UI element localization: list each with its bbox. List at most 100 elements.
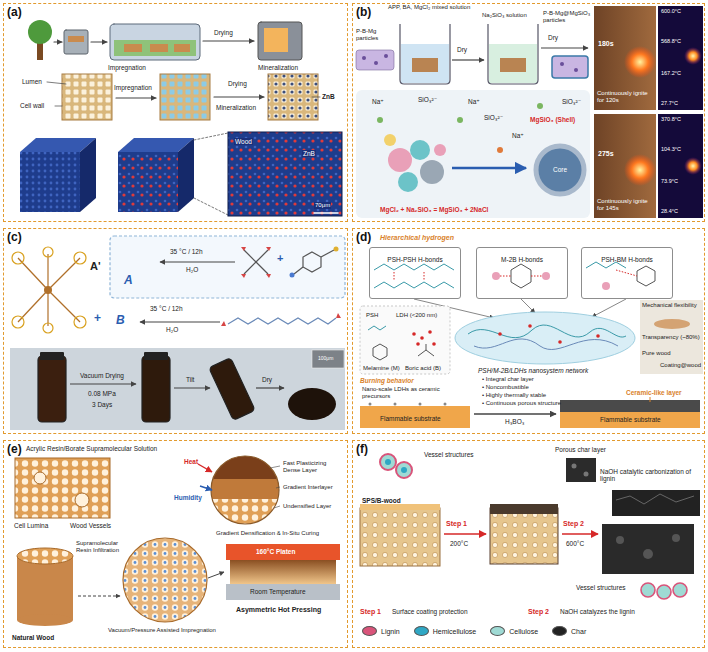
coating-process-illustration-b-part bbox=[457, 117, 463, 123]
coating-process-illustration-b-part bbox=[552, 56, 588, 78]
hydrogel-synthesis-illustration-c-part bbox=[47, 254, 48, 290]
process-illustration-a-part bbox=[124, 44, 142, 52]
nanosystem-illustration-d-part bbox=[426, 344, 427, 350]
carbonization-illustration-f-part bbox=[673, 583, 687, 597]
nanosystem-illustration-d-part bbox=[616, 270, 637, 276]
densification-illustration-e-part bbox=[210, 455, 282, 525]
densification-illustration-e-part bbox=[230, 560, 336, 584]
legend-item: Lignin bbox=[362, 626, 400, 636]
process-illustration-a-part bbox=[80, 138, 96, 212]
figure-label: Nano-scale LDHs as ceramic precursors bbox=[362, 386, 466, 400]
nanosystem-illustration-d-part bbox=[412, 332, 416, 336]
nanosystem-illustration-d-part bbox=[654, 319, 690, 329]
densification-illustration-e-part-part bbox=[120, 536, 210, 626]
figure-label: Porous char layer bbox=[555, 446, 606, 453]
carbonization-illustration-f-part bbox=[444, 533, 486, 535]
figure-label: • Highly thermally stable bbox=[482, 392, 546, 399]
figure-label: 180s bbox=[598, 40, 614, 48]
panel-frame: (b) bbox=[352, 3, 705, 222]
hydrogel-synthesis-illustration-c-part bbox=[160, 261, 235, 262]
densification-illustration-e-part bbox=[120, 536, 210, 626]
panel-letter: (e) bbox=[7, 442, 22, 456]
coating-process-illustration-b-part bbox=[388, 148, 412, 172]
figure-label: Ceramic-like layer bbox=[626, 389, 682, 396]
process-illustration-a-part bbox=[116, 97, 156, 98]
figure-label: Continuously ignite for 145s bbox=[597, 198, 655, 212]
hydrogel-synthesis-illustration-c-part bbox=[44, 286, 52, 294]
coating-process-illustration-b-part bbox=[500, 58, 526, 72]
carbonization-illustration-f-part bbox=[490, 508, 558, 564]
figure-label: Vessel structures bbox=[576, 584, 626, 591]
hydrogel-synthesis-illustration-c-part bbox=[174, 387, 210, 388]
box-heading: M-2B H-bonds bbox=[501, 256, 543, 263]
figure-label: Step 1 bbox=[446, 520, 467, 528]
hydrogel-synthesis-illustration-c-part bbox=[10, 348, 345, 430]
carbonization-illustration-f-part bbox=[672, 534, 680, 542]
hydrogel-synthesis-illustration-c-part bbox=[228, 318, 336, 324]
nanosystem-illustration-d-part bbox=[368, 326, 386, 330]
figure-label: LDH (<200 nm) bbox=[396, 312, 437, 319]
nanosystem-illustration-d-part bbox=[474, 413, 556, 414]
hydrogel-synthesis-illustration-c-part bbox=[321, 250, 334, 257]
densification-illustration-e-part bbox=[208, 572, 224, 578]
nanosystem-illustration-d-part bbox=[637, 266, 655, 286]
figure-label: Undensified Layer bbox=[283, 503, 345, 510]
process-illustration-a-part bbox=[228, 132, 342, 216]
figure-label: Boric acid (B) bbox=[405, 365, 441, 372]
legend: LigninHemicelluloseCelluloseChar bbox=[362, 626, 586, 636]
process-illustration-a-part bbox=[114, 40, 196, 56]
carbonization-illustration-f-part bbox=[584, 472, 589, 477]
figure-label: P-B-Mg particles bbox=[356, 28, 394, 42]
figure-label: Dry bbox=[548, 34, 558, 41]
figure-label: Cell wall bbox=[20, 102, 44, 109]
figure-label: Heat bbox=[184, 458, 198, 465]
figure-label: MgCl₂ + Na₂SiO₃ = MgSiO₃ + 2NaCl bbox=[380, 206, 488, 213]
process-illustration-a-part bbox=[194, 133, 228, 140]
figure-label: Supramolecular Resin Infiltration bbox=[76, 540, 124, 554]
hydrogel-synthesis-illustration-c-part bbox=[74, 252, 86, 264]
figure-label: SPS/B-wood bbox=[362, 497, 401, 504]
figure-label: Coating@wood bbox=[660, 362, 701, 369]
figure-label: Drying bbox=[228, 80, 247, 87]
legend-item: Char bbox=[552, 626, 586, 636]
figure-label: • Noncombustible bbox=[482, 384, 529, 391]
process-illustration-a-part bbox=[194, 198, 228, 215]
figure-label: Na₂SiO₃ solution bbox=[482, 12, 527, 19]
nanosystem-illustration-d-part bbox=[360, 306, 450, 374]
nanosystem-illustration-d-part bbox=[373, 344, 387, 360]
hydrogel-synthesis-illustration-c-part bbox=[40, 352, 64, 360]
hydrogel-synthesis-illustration-c-part bbox=[12, 252, 24, 264]
hydrogel-synthesis-illustration-c-part bbox=[47, 290, 48, 326]
figure-label: A bbox=[124, 274, 133, 288]
nanosystem-illustration-d-part bbox=[511, 264, 531, 288]
densification-illustration-e-part bbox=[34, 472, 46, 484]
carbonization-illustration-f-part bbox=[401, 467, 407, 473]
hydrogel-synthesis-illustration-c-part bbox=[290, 273, 295, 278]
legend-item: Hemicellulose bbox=[414, 626, 477, 636]
process-illustration-a-part bbox=[47, 82, 66, 84]
hydrogel-synthesis-illustration-c-part bbox=[48, 258, 80, 290]
coating-process-illustration-b-part bbox=[560, 62, 564, 66]
coating-process-illustration-b-part bbox=[594, 6, 656, 110]
nanosystem-illustration-d-part bbox=[531, 276, 542, 277]
figure-label: Melamine (M) bbox=[363, 365, 400, 372]
nanosystem-illustration-d-part bbox=[592, 299, 626, 317]
figure-label: 35 °C / 12h bbox=[150, 305, 183, 312]
process-illustration-a-part bbox=[160, 74, 210, 120]
figure-label: SiO₃²⁻ bbox=[562, 98, 581, 105]
hydrogel-synthesis-illustration-c-part bbox=[144, 352, 168, 360]
process-illustration-a-part bbox=[68, 36, 84, 42]
legend-swatch bbox=[414, 626, 429, 636]
process-illustration-a-part bbox=[268, 74, 318, 120]
figure-label: Wood bbox=[234, 138, 253, 145]
figure-label: 0.08 MPa bbox=[88, 390, 116, 397]
figure-label: NaOH catalytic carbonization of lignin bbox=[600, 468, 700, 483]
nanosystem-illustration-d bbox=[360, 262, 703, 428]
panel-letter: (c) bbox=[7, 230, 22, 244]
hydrogel-synthesis-illustration-c-part bbox=[334, 247, 339, 252]
coating-process-illustration-b-part bbox=[420, 160, 444, 184]
hydrogel-synthesis-illustration-c bbox=[10, 236, 345, 430]
box-heading: PSH-PSH H-bonds bbox=[387, 256, 442, 263]
densification-illustration-e-part-part bbox=[210, 479, 282, 499]
coating-process-illustration-b-part bbox=[624, 154, 656, 186]
